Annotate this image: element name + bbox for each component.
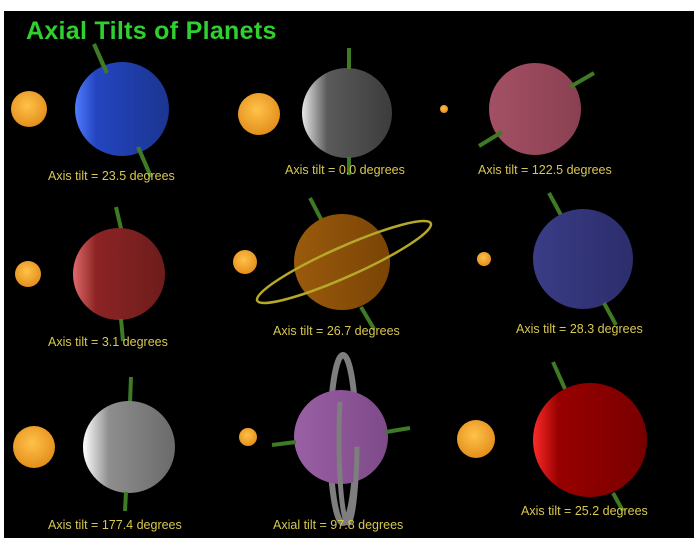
- tilt-label-earth: Axis tilt = 23.5 degrees: [48, 169, 175, 183]
- tilt-label-saturn: Axis tilt = 26.7 degrees: [273, 324, 400, 338]
- neptune-planet-icon: [533, 192, 633, 326]
- tilt-label-mercury: Axis tilt = 0.0 degrees: [285, 163, 405, 177]
- solar-scene: Axial Tilts of Planets Axis tilt = 23.5 …: [4, 11, 694, 538]
- jupiter-planet-icon: [73, 206, 165, 342]
- sun-icon: [15, 261, 41, 287]
- sun-icon: [233, 250, 257, 274]
- sun-icon: [457, 420, 495, 458]
- venus-planet-icon: [477, 63, 596, 155]
- earth-planet-icon: [75, 43, 169, 178]
- mars-planet-icon: [533, 361, 647, 512]
- tilt-label-uranus: Axial tilt = 97.8 degrees: [273, 518, 404, 532]
- sun-icon: [11, 91, 47, 127]
- pluto-planet-icon: [83, 376, 175, 512]
- tilt-label-pluto: Axis tilt = 177.4 degrees: [48, 518, 182, 532]
- sun-icon: [477, 252, 491, 266]
- sun-icon: [440, 105, 448, 113]
- tilt-label-mars: Axis tilt = 25.2 degrees: [521, 504, 648, 518]
- tilt-label-neptune: Axis tilt = 28.3 degrees: [516, 322, 643, 336]
- sun-icon: [239, 428, 257, 446]
- uranus-planet-icon: [271, 352, 411, 526]
- saturn-planet-icon: [255, 197, 433, 331]
- mercury-planet-icon: [302, 48, 392, 175]
- planets-illustration: [11, 43, 647, 526]
- sun-icon: [13, 426, 55, 468]
- tilt-label-venus: Axis tilt = 122.5 degrees: [478, 163, 612, 177]
- sun-icon: [238, 93, 280, 135]
- tilt-label-jupiter: Axis tilt = 3.1 degrees: [48, 335, 168, 349]
- page-title: Axial Tilts of Planets: [26, 17, 277, 45]
